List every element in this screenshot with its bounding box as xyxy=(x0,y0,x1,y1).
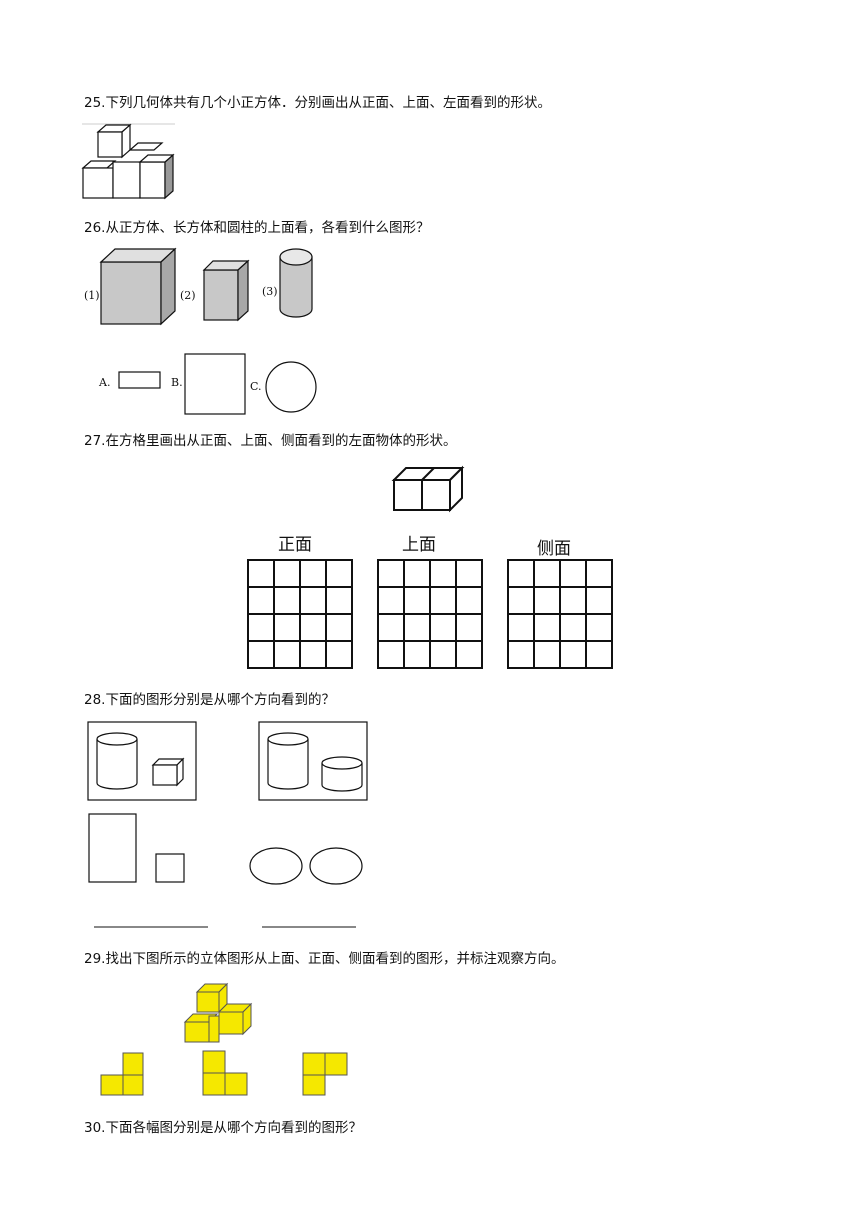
grid-side[interactable] xyxy=(507,559,615,671)
scene-cylinder-cube xyxy=(87,721,197,801)
question-27: 27.在方格里画出从正面、上面、侧面看到的左面物体的形状。 xyxy=(84,433,457,449)
question-25: 25.下列几何体共有几个小正方体．分别画出从正面、上面、左面看到的形状。 xyxy=(84,95,551,111)
question-30: 30.下面各幅图分别是从哪个方向看到的图形？ xyxy=(84,1120,362,1136)
grid-label-top: 上面 xyxy=(402,535,436,555)
view-two-ellipses xyxy=(249,847,363,885)
grid-front[interactable] xyxy=(247,559,355,671)
q25-cube-stack xyxy=(81,123,175,200)
grid-label-side: 侧面 xyxy=(537,539,571,559)
yellow-view-1 xyxy=(100,1052,144,1096)
question-28: 28.下面的图形分别是从哪个方向看到的？ xyxy=(84,692,335,708)
scene-two-cylinders xyxy=(258,721,368,801)
solid-label-3: (3) xyxy=(262,285,278,298)
option-c-circle xyxy=(265,361,317,413)
cuboid-solid xyxy=(202,259,250,322)
solid-label-1: (1) xyxy=(84,289,100,302)
yellow-view-3 xyxy=(302,1052,348,1096)
option-label-b: B. xyxy=(171,376,183,389)
question-26: 26.从正方体、长方体和圆柱的上面看，各看到什么图形？ xyxy=(84,220,430,236)
view-rect-square xyxy=(88,813,185,883)
option-label-a: A. xyxy=(99,376,111,389)
option-b-square xyxy=(184,353,246,415)
cylinder-solid xyxy=(279,248,313,318)
solid-label-2: (2) xyxy=(180,289,196,302)
option-label-c: C. xyxy=(250,380,262,393)
grid-top[interactable] xyxy=(377,559,485,671)
option-a-rectangle xyxy=(118,371,161,389)
q27-two-cubes xyxy=(391,465,465,513)
answer-line-1[interactable] xyxy=(94,925,210,929)
question-29: 29.找出下图所示的立体图形从上面、正面、侧面看到的图形，并标注观察方向。 xyxy=(84,951,565,967)
grid-label-front: 正面 xyxy=(278,535,312,555)
yellow-view-2 xyxy=(202,1050,248,1096)
cube-solid xyxy=(99,247,177,326)
answer-line-2[interactable] xyxy=(262,925,358,929)
yellow-cube-solid xyxy=(183,982,253,1043)
